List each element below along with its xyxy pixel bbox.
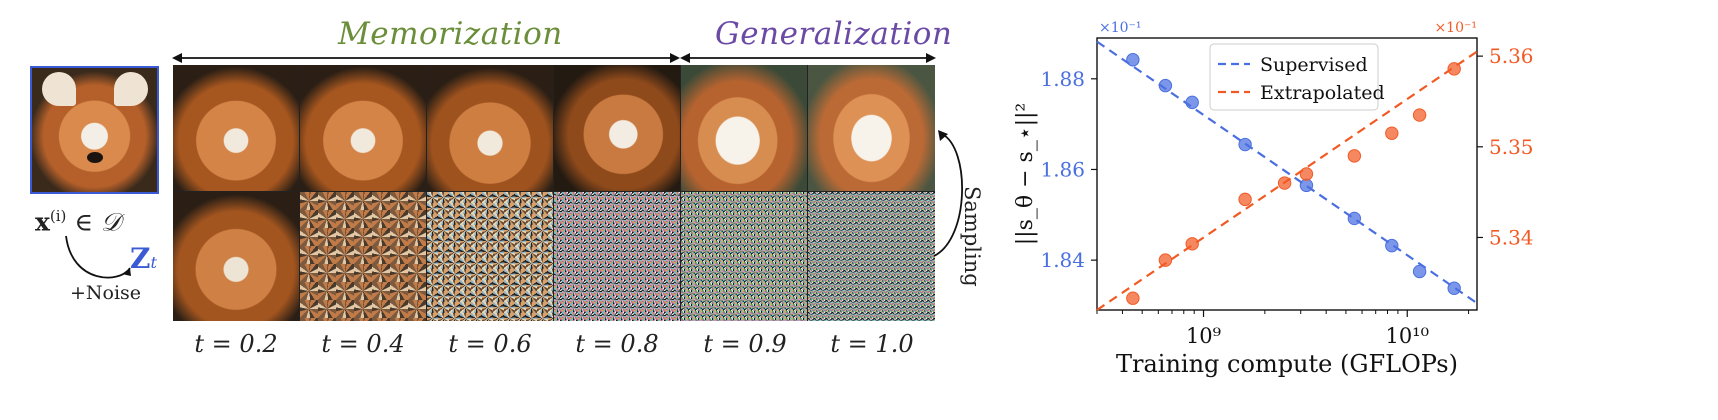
noisy-image-t06 xyxy=(427,192,553,321)
sample-image-t10 xyxy=(808,65,935,191)
data-point-supervised-1 xyxy=(1158,78,1173,93)
legend-box xyxy=(1209,43,1379,111)
right-axis-multiplier: ×10⁻¹ xyxy=(1434,20,1477,36)
noisy-image-t04 xyxy=(300,192,426,321)
nose-shape xyxy=(87,152,103,163)
data-point-supervised-4 xyxy=(1299,178,1314,193)
noisy-image-t10 xyxy=(808,192,935,321)
noisy-image-t08 xyxy=(554,192,680,321)
plot-frame xyxy=(1096,37,1478,311)
data-label: x(i) ∈ 𝒟 xyxy=(35,207,121,237)
sample-image-t06 xyxy=(427,65,553,191)
noisy-image-t02 xyxy=(173,192,299,321)
data-point-extrapolated-8 xyxy=(1412,108,1427,122)
left-tick-label-0: 1.84 xyxy=(1040,248,1085,272)
time-label-1: t = 0.2 xyxy=(194,330,278,358)
generalization-label: Generalization xyxy=(715,16,953,52)
left-tick-label-2: 1.88 xyxy=(1040,67,1085,91)
compute-scaling-chart: 10⁹ 10¹⁰ 1.84 1.86 1.88 5.34 5.35 5.36 ×10⁻¹ ×10⁻… xyxy=(1013,20,1534,378)
noise-arrow xyxy=(65,235,131,279)
sample-image-t08 xyxy=(554,65,680,191)
right-tick-label-1: 5.35 xyxy=(1489,135,1534,159)
sampling-label: Sampling xyxy=(960,186,984,287)
noise-label: +Noise xyxy=(70,282,142,304)
time-label-2: t = 0.4 xyxy=(321,330,405,358)
data-point-extrapolated-9 xyxy=(1447,62,1461,76)
time-label-5: t = 0.9 xyxy=(703,330,787,358)
legend-label-1: Extrapolated xyxy=(1260,82,1385,104)
data-point-extrapolated-5 xyxy=(1299,167,1314,181)
left-axis-multiplier: ×10⁻¹ xyxy=(1099,20,1142,36)
time-label-4: t = 0.8 xyxy=(575,330,659,358)
time-label-3: t = 0.6 xyxy=(448,330,532,358)
data-point-supervised-8 xyxy=(1447,281,1461,295)
data-point-extrapolated-7 xyxy=(1385,126,1399,140)
data-point-extrapolated-2 xyxy=(1185,237,1199,251)
right-tick-label-2: 5.36 xyxy=(1489,44,1534,68)
sample-image-t04 xyxy=(300,65,426,191)
memorization-label: Memorization xyxy=(338,16,563,52)
x-tick-label-1: 10¹⁰ xyxy=(1385,324,1429,348)
data-point-extrapolated-3 xyxy=(1238,192,1252,207)
ear-right-shape xyxy=(114,72,148,106)
sample-image-t02 xyxy=(173,65,299,191)
data-point-supervised-7 xyxy=(1412,264,1427,279)
source-image-panel xyxy=(30,66,159,194)
ear-left-shape xyxy=(42,72,76,106)
data-point-supervised-6 xyxy=(1385,238,1399,253)
image-grid xyxy=(173,65,935,321)
data-point-extrapolated-1 xyxy=(1158,253,1173,267)
phase-arrows xyxy=(172,53,936,63)
right-tick-label-0: 5.34 xyxy=(1489,225,1534,249)
data-point-extrapolated-4 xyxy=(1277,176,1292,190)
noisy-label: Zt xyxy=(130,242,157,275)
data-point-extrapolated-6 xyxy=(1347,149,1362,163)
data-point-supervised-0 xyxy=(1126,53,1140,67)
data-point-supervised-5 xyxy=(1347,211,1362,226)
sampling-arrow xyxy=(933,130,963,257)
data-point-supervised-3 xyxy=(1238,137,1252,152)
noisy-image-t09 xyxy=(681,192,807,321)
x-axis-label: Training compute (GFLOPs) xyxy=(1116,350,1458,378)
x-tick-label-0: 10⁹ xyxy=(1186,324,1221,348)
data-point-extrapolated-0 xyxy=(1126,291,1140,305)
legend-label-0: Supervised xyxy=(1260,54,1368,76)
left-tick-label-1: 1.86 xyxy=(1040,157,1085,181)
time-label-6: t = 1.0 xyxy=(830,330,914,358)
sample-image-t09 xyxy=(681,65,807,191)
y-axis-label: ||s_θ − s_⋆||² xyxy=(1013,103,1038,245)
data-point-supervised-2 xyxy=(1185,95,1199,110)
